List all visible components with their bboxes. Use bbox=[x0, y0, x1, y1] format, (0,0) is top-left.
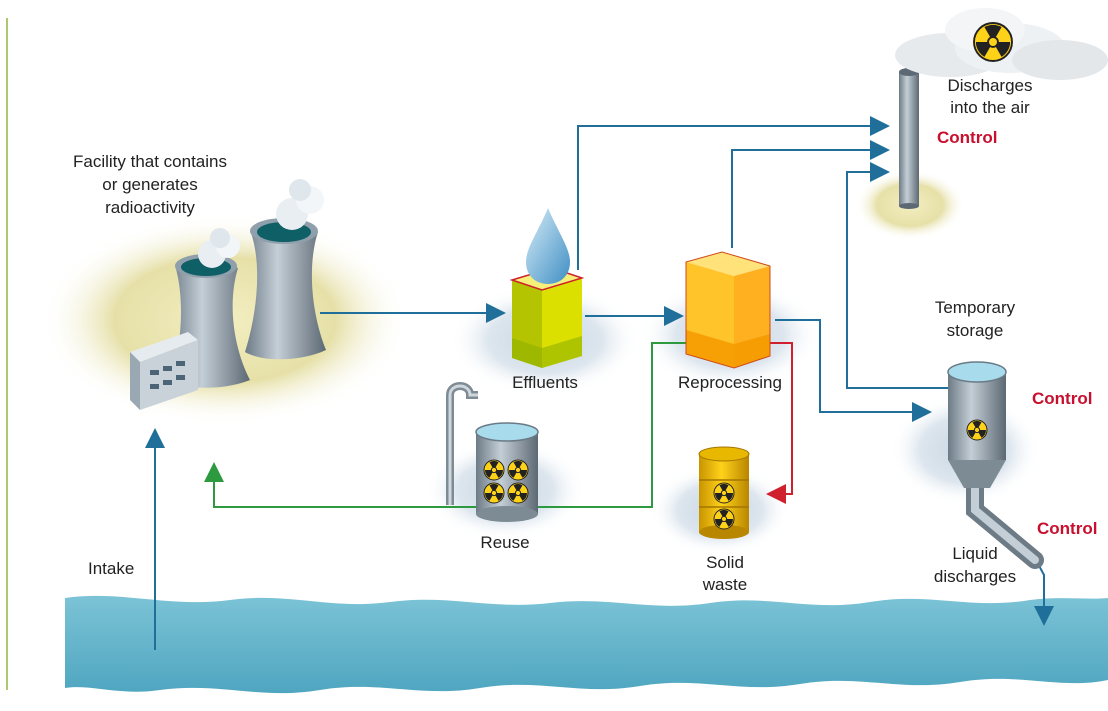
reprocessing-container-icon bbox=[685, 251, 771, 369]
tank-icon bbox=[446, 382, 539, 522]
control-liquid-label: Control bbox=[1037, 519, 1098, 538]
reuse-loop-arrow bbox=[204, 342, 690, 508]
radiation-icon bbox=[973, 22, 1013, 62]
intake-label: Intake bbox=[88, 559, 135, 578]
facility-label-line2: or generates bbox=[102, 175, 198, 194]
discharges-air-label-line1: Discharges bbox=[947, 76, 1033, 95]
facility-label-line1: Facility that contains bbox=[72, 152, 227, 171]
reprocessing-to-waste-arrow bbox=[766, 342, 793, 504]
radiation-icon bbox=[966, 419, 988, 441]
radiation-icon bbox=[483, 482, 505, 504]
radiation-icon bbox=[483, 459, 505, 481]
radiation-icon bbox=[713, 482, 735, 504]
discharges-air-label-line2: into the air bbox=[950, 98, 1030, 117]
effluents-label: Effluents bbox=[512, 373, 578, 392]
water-body bbox=[65, 595, 1108, 694]
reprocessing-to-air-arrow bbox=[731, 140, 890, 248]
storage-to-air-arrow bbox=[846, 162, 948, 389]
tank-icon bbox=[947, 361, 1044, 569]
liquid-discharges-label-line2: discharges bbox=[933, 567, 1017, 586]
radiation-icon bbox=[713, 508, 735, 530]
reprocessing-label: Reprocessing bbox=[678, 373, 782, 392]
effluents-container-icon bbox=[509, 267, 585, 368]
facility-building-icon bbox=[130, 332, 198, 410]
liquid-discharges-label-line1: Liquid bbox=[952, 544, 998, 563]
solid-waste-label-line1: Solid bbox=[706, 553, 744, 572]
control-air-label: Control bbox=[937, 128, 998, 147]
reuse-label: Reuse bbox=[480, 533, 530, 552]
solid-waste-label-line2: waste bbox=[702, 575, 748, 594]
chimney-icon bbox=[899, 68, 919, 209]
temporary-storage-label-line1: Temporary bbox=[934, 298, 1016, 317]
radiation-icon bbox=[507, 459, 529, 481]
facility-label-line3: radioactivity bbox=[105, 198, 195, 217]
effluents-to-air-arrow bbox=[577, 116, 890, 270]
reprocessing-to-storage-arrow bbox=[775, 319, 932, 422]
water-drop-icon bbox=[526, 208, 570, 284]
control-storage-label: Control bbox=[1032, 389, 1093, 408]
radiation-icon bbox=[507, 482, 529, 504]
barrel-icon bbox=[698, 446, 750, 539]
temporary-storage-label-line2: storage bbox=[946, 321, 1004, 340]
cooling-tower-icon bbox=[170, 179, 326, 388]
